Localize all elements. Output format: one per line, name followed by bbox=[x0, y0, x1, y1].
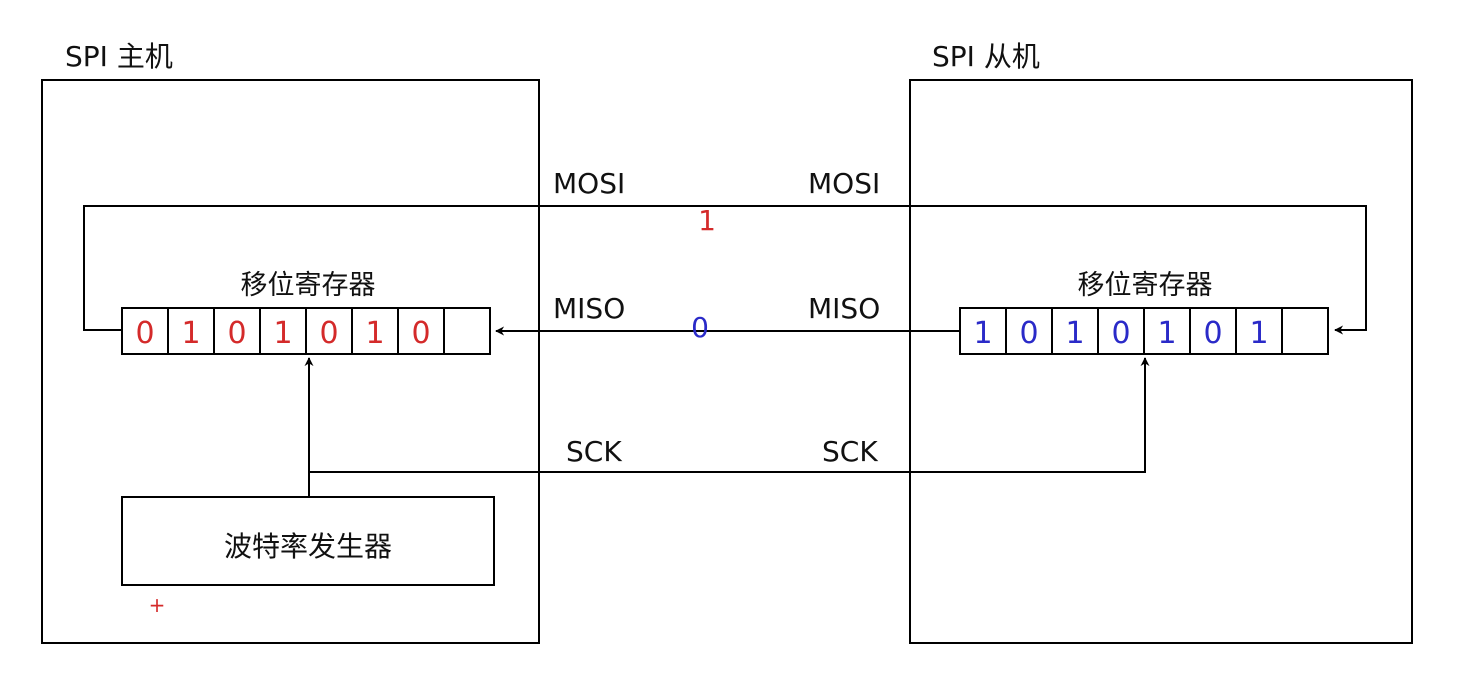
mosi-master-label: MOSI bbox=[553, 167, 625, 200]
master-register-cell bbox=[397, 307, 445, 355]
master-register-bit: 0 bbox=[319, 316, 338, 351]
master-register-cell bbox=[259, 307, 307, 355]
miso-slave-label: MISO bbox=[808, 292, 880, 325]
slave-register-cell bbox=[1005, 307, 1053, 355]
sck-slave-label: SCK bbox=[822, 435, 878, 468]
master-register-label: 移位寄存器 bbox=[241, 270, 376, 301]
sck-line bbox=[309, 357, 1150, 473]
slave-register-bit: 1 bbox=[1065, 316, 1084, 351]
slave-register-bit: 1 bbox=[1157, 316, 1176, 351]
miso-bit-in-transit: 0 bbox=[691, 311, 709, 344]
baud-rate-generator-label: 波特率发生器 bbox=[224, 530, 392, 563]
master-register-cell bbox=[351, 307, 399, 355]
master-title: SPI 主机 bbox=[65, 40, 173, 73]
slave-register-bit: 0 bbox=[1019, 316, 1038, 351]
master-register-bit: 0 bbox=[411, 316, 430, 351]
sck-master-label: SCK bbox=[566, 435, 622, 468]
master-register-cell bbox=[443, 307, 491, 355]
master-register-cell bbox=[121, 307, 169, 355]
slave-register-cell bbox=[1281, 307, 1329, 355]
slave-register-cell bbox=[1097, 307, 1145, 355]
slave-register-bit: 1 bbox=[1249, 316, 1268, 351]
master-register-bit: 0 bbox=[135, 316, 154, 351]
slave-register-cell bbox=[1143, 307, 1191, 355]
master-box bbox=[41, 79, 540, 644]
slave-box bbox=[909, 79, 1413, 644]
master-register-bit: 1 bbox=[365, 316, 384, 351]
baud-rate-generator-box bbox=[121, 496, 495, 586]
slave-register-cell bbox=[1189, 307, 1237, 355]
mosi-slave-label: MOSI bbox=[808, 167, 880, 200]
mosi-bit-in-transit: 1 bbox=[698, 204, 716, 237]
slave-register-bit: 1 bbox=[973, 316, 992, 351]
master-register-bit: 1 bbox=[181, 316, 200, 351]
slave-register-cell bbox=[959, 307, 1007, 355]
master-register-bit: 0 bbox=[227, 316, 246, 351]
master-register-bit: 1 bbox=[273, 316, 292, 351]
miso-master-label: MISO bbox=[553, 292, 625, 325]
slave-register-bit: 0 bbox=[1111, 316, 1130, 351]
slave-title: SPI 从机 bbox=[932, 40, 1040, 73]
master-register-cell bbox=[167, 307, 215, 355]
cursor-crosshair-icon: + bbox=[149, 593, 166, 617]
slave-register-bit: 0 bbox=[1203, 316, 1222, 351]
slave-register-label: 移位寄存器 bbox=[1078, 270, 1213, 301]
mosi-line bbox=[83, 205, 1367, 335]
master-register-cell bbox=[305, 307, 353, 355]
